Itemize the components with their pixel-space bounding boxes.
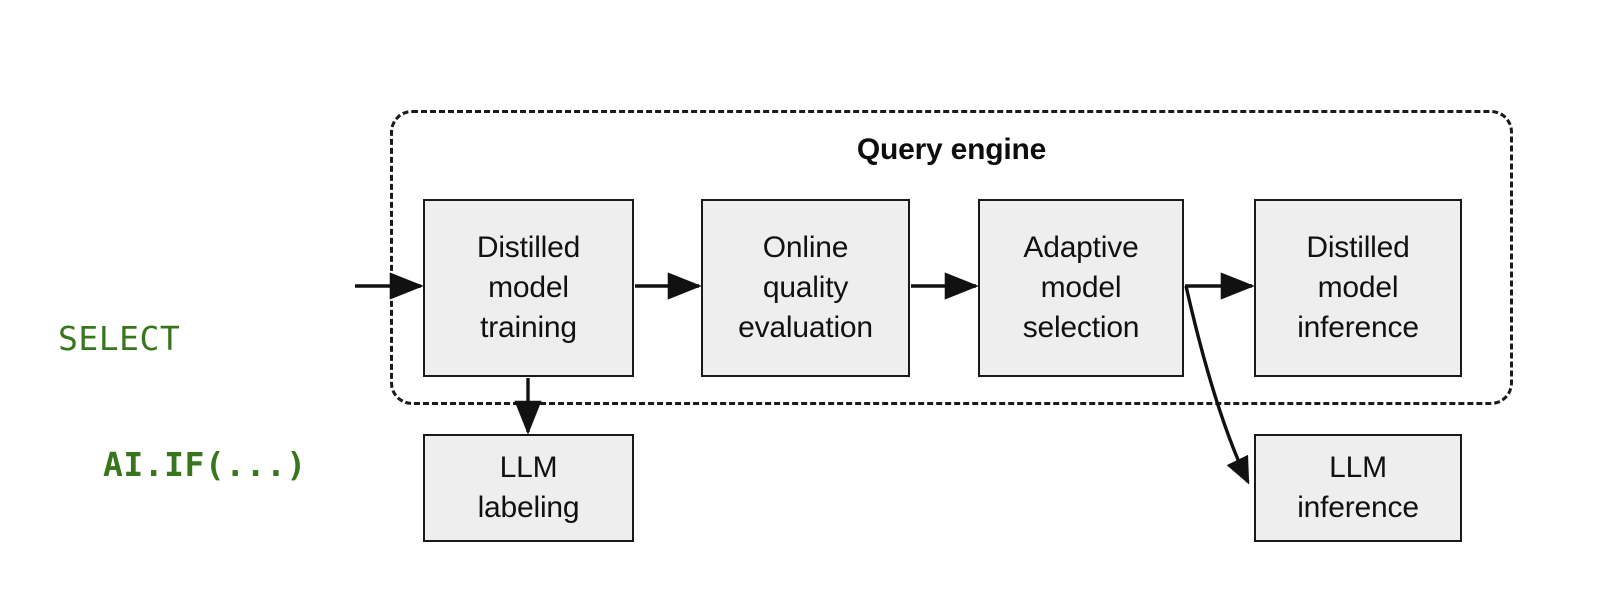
node-online-quality-evaluation[interactable]: Online quality evaluation [701, 199, 910, 377]
node-distilled-model-inference[interactable]: Distilled model inference [1254, 199, 1462, 377]
sql-keyword-select: SELECT [58, 319, 181, 358]
node-llm-inference[interactable]: LLM inference [1254, 434, 1462, 542]
node-line: model [488, 271, 569, 304]
node-llm-labeling[interactable]: LLM labeling [423, 434, 634, 542]
node-line: Adaptive [1023, 231, 1139, 264]
node-line: inference [1297, 491, 1419, 524]
sql-query-snippet: SELECT AI.IF(...) [58, 234, 348, 570]
node-line: model [1317, 271, 1399, 304]
node-line: model [1040, 271, 1122, 304]
query-engine-title: Query engine [856, 133, 1047, 166]
node-line: inference [1297, 311, 1419, 344]
node-line: Distilled [1306, 231, 1410, 264]
node-line: training [480, 311, 577, 344]
node-line: Online [762, 231, 849, 264]
node-line: evaluation [738, 311, 873, 344]
node-line: LLM [1329, 451, 1387, 484]
node-line: quality [762, 271, 849, 304]
node-line: Distilled [476, 231, 581, 264]
node-line: selection [1022, 311, 1140, 344]
node-line: labeling [477, 491, 580, 524]
node-adaptive-model-selection[interactable]: Adaptive model selection [978, 199, 1184, 377]
sql-function-ai-if: AI.IF(...) [103, 445, 307, 484]
node-line: LLM [499, 451, 558, 484]
query-engine-container [390, 110, 1513, 405]
node-distilled-model-training[interactable]: Distilled model training [423, 199, 634, 377]
